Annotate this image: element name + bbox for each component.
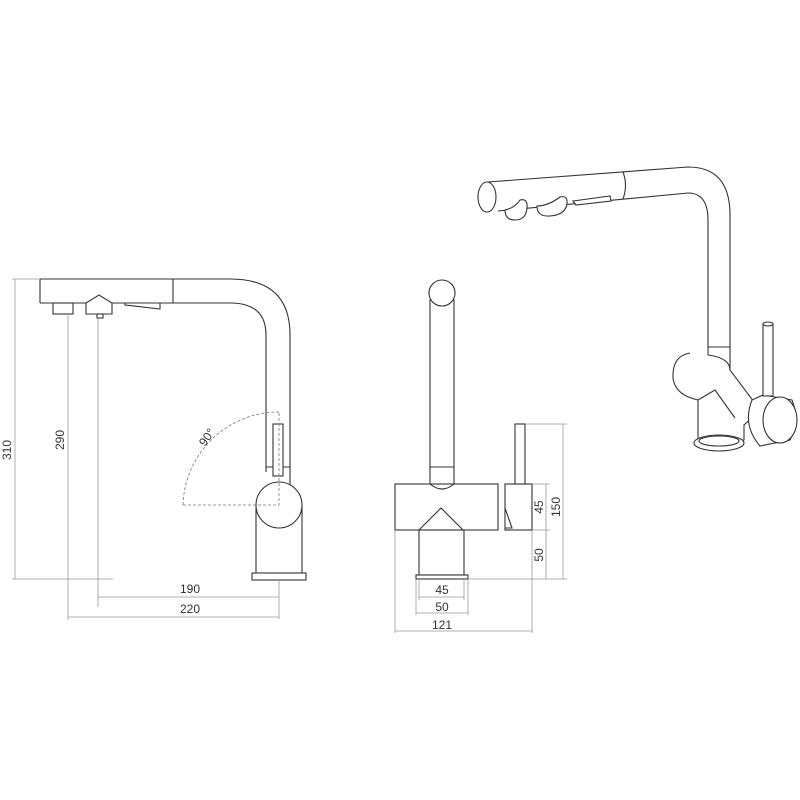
front-spout-head [428, 279, 456, 307]
side-lever [272, 423, 284, 477]
nozzle-tip [96, 313, 104, 319]
dim-50-width-label: 50 [435, 600, 449, 614]
spray-slider [571, 195, 612, 206]
swivel-guides [183, 412, 280, 506]
front-view: 150 45 50 45 50 121 [394, 279, 567, 633]
front-lower-stem [418, 529, 465, 576]
front-lever [514, 423, 526, 485]
dim-190-label: 190 [180, 582, 200, 596]
spray-head-face [477, 181, 497, 213]
perspective-spout [487, 166, 731, 372]
nozzle-left [52, 302, 74, 315]
stem-join [429, 483, 455, 490]
front-handle-body [504, 483, 533, 531]
front-base-plate [415, 574, 469, 580]
dim-290-label: 290 [53, 430, 67, 450]
spray-button [124, 302, 161, 310]
nozzle-center [85, 294, 113, 315]
perspective-lever [762, 323, 774, 397]
angle-label: 90° [196, 426, 218, 449]
spray-button-1 [504, 199, 528, 221]
spout-outline [39, 278, 291, 488]
body-edge [697, 389, 736, 419]
lever-top [762, 321, 774, 327]
base-ring-inner [698, 435, 740, 447]
side-view: 90° 310 290 190 220 [0, 278, 307, 620]
dim-45-label: 45 [532, 500, 546, 514]
perspective-body [672, 352, 761, 445]
perspective-view [477, 166, 798, 452]
dim-310-label: 310 [0, 440, 14, 460]
spray-button-2 [536, 196, 568, 217]
dim-220-label: 220 [180, 602, 200, 616]
dim-150-label: 150 [549, 497, 563, 517]
front-body [394, 483, 499, 531]
perspective-handle-face [762, 396, 798, 444]
side-base-plate [251, 572, 307, 581]
front-spout-stem [429, 299, 455, 487]
head-band [622, 171, 627, 200]
dim-121-width-label: 121 [432, 618, 452, 632]
dim-50-label: 50 [532, 548, 546, 562]
perspective-base-ring [693, 434, 745, 452]
dim-45-width-label: 45 [435, 583, 449, 597]
body-v-cut [418, 507, 464, 531]
handle-bevel [504, 507, 513, 529]
